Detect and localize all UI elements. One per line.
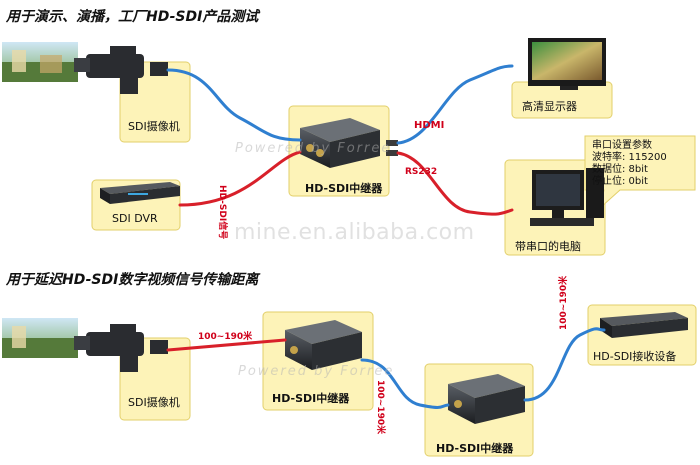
repeater1-label: HD-SDI中继器	[272, 390, 349, 406]
serial-data: 数据位: 8bit	[592, 164, 667, 176]
serial-settings: 串口设置参数 波特率: 115200 数据位: 8bit 停止位: 0bit	[592, 140, 667, 188]
title-bottom: 用于延迟HD-SDI数字视频信号传输距离	[6, 269, 258, 289]
dvr-label: SDI DVR	[112, 212, 158, 225]
monitor-icon	[528, 38, 606, 90]
monitor-label: 高清显示器	[522, 98, 577, 114]
serial-stop: 停止位: 0bit	[592, 176, 667, 188]
serial-baud: 波特率: 115200	[592, 152, 667, 164]
scene-photo-bottom	[2, 318, 78, 358]
serial-settings-title: 串口设置参数	[592, 140, 667, 152]
watermark-powered-top: Powered by Forree	[235, 141, 391, 156]
receiver-label: HD-SDI接收设备	[593, 348, 676, 364]
repeater-label-top: HD-SDI中继器	[305, 180, 382, 196]
watermark-powered-bottom: Powered by Forree	[238, 364, 394, 379]
distance-1: 100~190米	[198, 329, 252, 342]
distance-3: 100~190米	[556, 276, 569, 330]
title-top: 用于演示、演播，工厂HD-SDI产品测试	[6, 6, 258, 26]
camera-label-top: SDI摄像机	[128, 118, 180, 134]
pc-label: 带串口的电脑	[515, 238, 581, 254]
camera-label-bottom: SDI摄像机	[128, 394, 180, 410]
hdmi-label: HDMI	[414, 120, 444, 131]
watermark: mine.en.alibaba.com	[234, 220, 475, 245]
distance-2: 100~190米	[375, 380, 388, 434]
scene-photo-top	[2, 42, 78, 82]
sdi-signal-label: HD-SDI信号	[217, 185, 230, 239]
repeater2-label: HD-SDI中继器	[436, 440, 513, 456]
rs232-label: RS232	[405, 167, 437, 177]
